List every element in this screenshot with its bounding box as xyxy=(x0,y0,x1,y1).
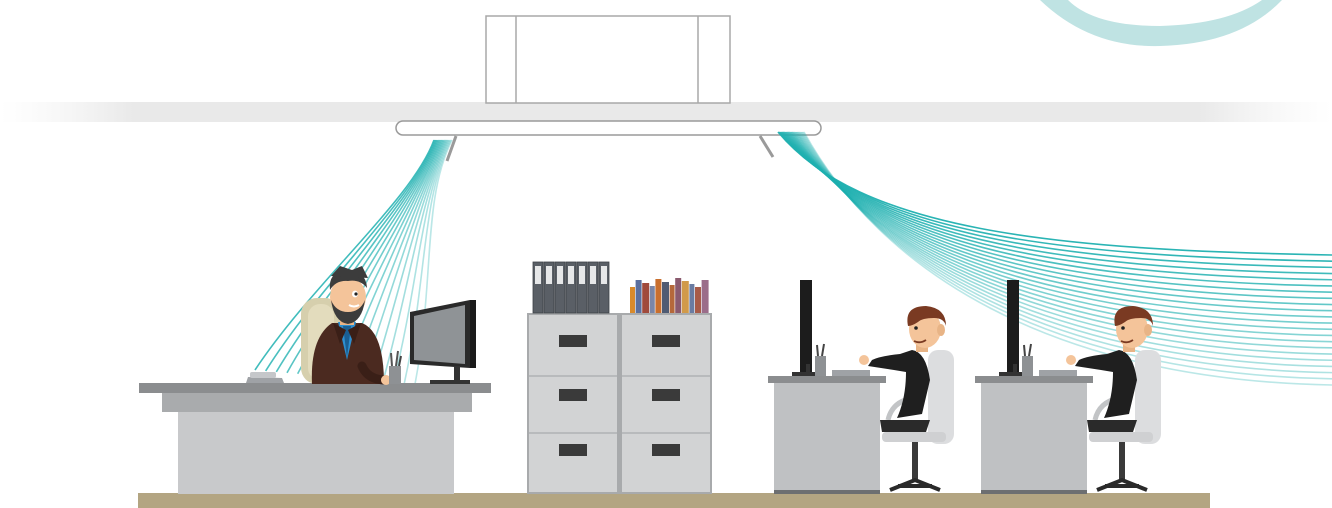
air-stream-line xyxy=(797,132,1332,348)
binder-label xyxy=(601,266,607,284)
worker-penholder-2 xyxy=(1022,344,1033,376)
worker-desk-2 xyxy=(975,376,1093,494)
binder-label xyxy=(557,266,563,284)
desk-phone xyxy=(246,372,284,383)
keyboard-2 xyxy=(1039,370,1077,376)
book xyxy=(695,287,701,313)
book xyxy=(630,287,635,313)
binders xyxy=(533,262,609,313)
book xyxy=(655,279,661,313)
monitor xyxy=(410,300,476,384)
keyboard-1 xyxy=(832,370,870,376)
book xyxy=(662,282,669,313)
book xyxy=(689,284,694,313)
book xyxy=(636,280,642,313)
air-stream-line xyxy=(794,132,1332,335)
book xyxy=(682,281,689,313)
binder-label xyxy=(546,266,552,284)
ceiling xyxy=(0,102,1332,122)
air-stream-line xyxy=(793,132,1332,329)
floor xyxy=(138,493,1210,508)
book xyxy=(670,285,675,313)
book xyxy=(650,286,655,313)
book xyxy=(642,283,649,313)
air-stream-line xyxy=(798,132,1332,354)
worker-penholder-1 xyxy=(815,344,826,376)
cool-air-stream-right xyxy=(778,132,1332,385)
air-stream-line xyxy=(795,132,1332,342)
book xyxy=(702,280,709,313)
decorative-ring xyxy=(1040,0,1282,46)
manager-desk xyxy=(139,383,491,494)
binder-label xyxy=(590,266,596,284)
filing-cabinets xyxy=(527,313,712,494)
books xyxy=(630,278,709,313)
binder-label xyxy=(579,266,585,284)
ac-unit xyxy=(396,16,821,161)
binder-label xyxy=(568,266,574,284)
air-stream-line xyxy=(792,132,1332,323)
book xyxy=(675,278,681,313)
worker-desk-1 xyxy=(768,376,886,494)
binder-label xyxy=(535,266,541,284)
